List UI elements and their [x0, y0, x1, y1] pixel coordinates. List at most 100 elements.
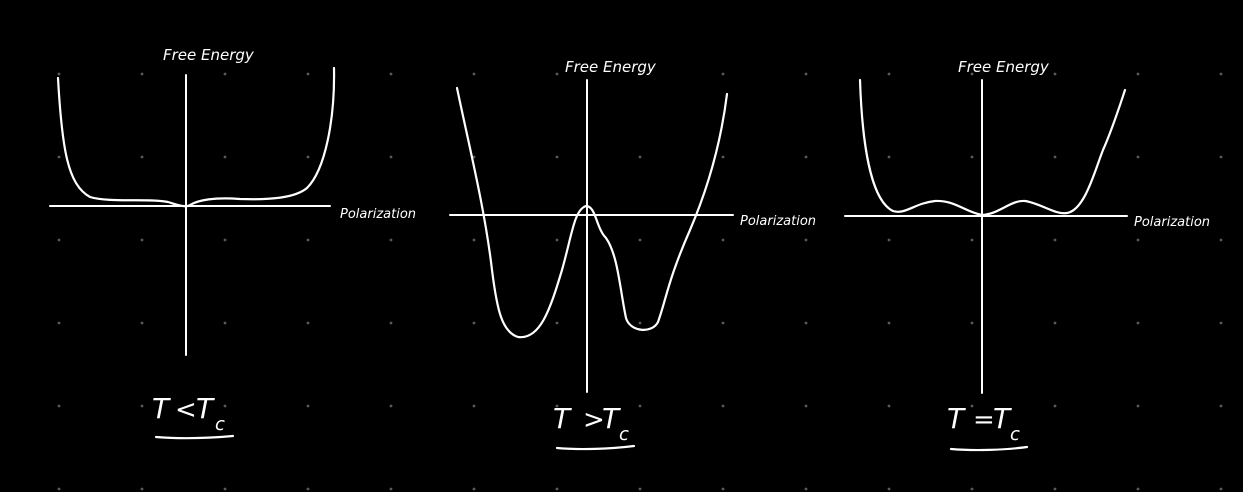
grid-dot	[721, 404, 725, 408]
condition-rhs: T	[196, 392, 215, 425]
grid-dot	[970, 487, 974, 491]
grid-dot	[1053, 155, 1057, 159]
grid-dot	[1053, 487, 1057, 491]
grid-dot	[887, 321, 891, 325]
grid-dot	[389, 321, 393, 325]
grid-dot	[1219, 238, 1223, 242]
free-energy-curve	[56, 66, 336, 208]
grid-dot	[804, 72, 808, 76]
grid-dot	[721, 72, 725, 76]
grid-dot	[555, 404, 559, 408]
grid-dot	[555, 238, 559, 242]
grid-dot	[970, 72, 974, 76]
grid-dot	[804, 155, 808, 159]
condition-lhs: T	[553, 402, 572, 435]
grid-dot	[638, 72, 642, 76]
condition-underline	[555, 444, 636, 451]
condition-lhs: T	[152, 392, 171, 425]
grid-dot	[472, 487, 476, 491]
x-axis-label: Polarization	[1134, 215, 1210, 230]
grid-dot	[472, 238, 476, 242]
x-axis-label: Polarization	[740, 214, 816, 229]
condition-operator: >	[583, 405, 605, 435]
grid-dot	[1053, 238, 1057, 242]
grid-dot	[389, 404, 393, 408]
grid-dot	[57, 321, 61, 325]
grid-dot	[472, 72, 476, 76]
grid-dot	[1136, 404, 1140, 408]
condition-underline	[154, 434, 235, 440]
grid-dot	[389, 487, 393, 491]
grid-dot	[306, 321, 310, 325]
grid-dot	[638, 487, 642, 491]
grid-dot	[638, 155, 642, 159]
grid-dot	[140, 404, 144, 408]
grid-dot	[223, 487, 227, 491]
y-axis-label: Free Energy	[565, 58, 657, 76]
x-axis-label: Polarization	[340, 207, 416, 222]
grid-dot	[57, 155, 61, 159]
grid-dot	[721, 321, 725, 325]
grid-dot	[804, 404, 808, 408]
grid-dot	[389, 72, 393, 76]
y-axis-label: Free Energy	[958, 58, 1050, 76]
grid-dot	[57, 72, 61, 76]
grid-dot	[140, 321, 144, 325]
grid-dot	[1136, 321, 1140, 325]
grid-dot	[555, 155, 559, 159]
grid-dot	[638, 404, 642, 408]
grid-dot	[472, 404, 476, 408]
grid-dot	[887, 238, 891, 242]
grid-dot	[970, 321, 974, 325]
grid-dot	[1136, 487, 1140, 491]
grid-dot	[57, 404, 61, 408]
grid-dot	[1053, 72, 1057, 76]
condition-operator: <	[175, 395, 197, 425]
panel-below-tc: Free Energy Polarization T < T c	[49, 46, 416, 440]
grid-dot	[306, 72, 310, 76]
grid-dot	[472, 155, 476, 159]
panel-at-tc: Free Energy Polarization T = T c	[844, 58, 1210, 452]
grid-dot	[1136, 155, 1140, 159]
grid-dot	[306, 238, 310, 242]
condition-operator: =	[973, 405, 995, 435]
grid-dot	[804, 321, 808, 325]
free-energy-curve	[455, 86, 729, 339]
grid-dot	[140, 487, 144, 491]
grid-dot	[887, 72, 891, 76]
grid-dot	[1136, 72, 1140, 76]
grid-dot	[140, 238, 144, 242]
grid-dot	[389, 155, 393, 159]
grid-dot	[970, 404, 974, 408]
grid-dot	[1053, 321, 1057, 325]
grid-dot	[306, 404, 310, 408]
grid-dot	[223, 238, 227, 242]
y-axis-label: Free Energy	[163, 46, 255, 64]
grid-dot	[140, 155, 144, 159]
grid-dot	[57, 487, 61, 491]
condition-lhs: T	[947, 402, 966, 435]
grid-dot	[223, 404, 227, 408]
grid-dot	[638, 238, 642, 242]
grid-dot	[970, 238, 974, 242]
grid-dot	[223, 155, 227, 159]
grid-dot	[1219, 404, 1223, 408]
grid-dot	[721, 487, 725, 491]
grid-dot	[1219, 155, 1223, 159]
grid-dot	[1219, 321, 1223, 325]
grid-dot	[472, 321, 476, 325]
grid-dot	[57, 238, 61, 242]
grid-dot	[970, 155, 974, 159]
condition-label: T < T c	[152, 392, 225, 435]
grid-dot	[721, 155, 725, 159]
grid-dot	[555, 321, 559, 325]
grid-dot	[887, 404, 891, 408]
condition-rhs: T	[602, 402, 621, 435]
condition-rhs: T	[993, 402, 1012, 435]
panel-above-tc: Free Energy Polarization T > T c	[449, 58, 816, 451]
condition-label: T = T c	[947, 402, 1020, 445]
condition-label: T > T c	[553, 402, 629, 445]
condition-subscript: c	[619, 424, 629, 445]
